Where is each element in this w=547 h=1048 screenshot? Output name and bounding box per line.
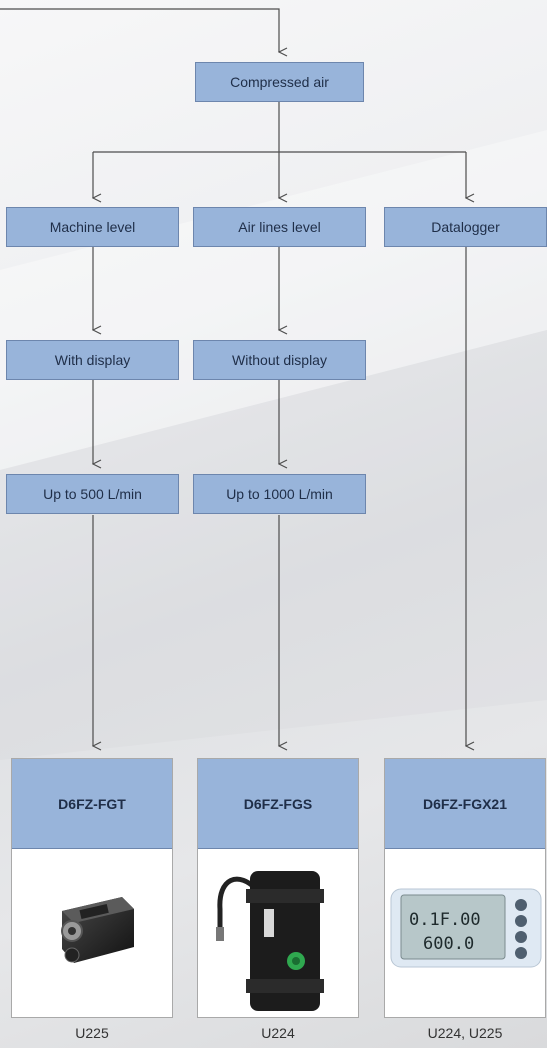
node-label: Machine level (50, 219, 136, 235)
product-name: D6FZ-FGT (12, 759, 172, 849)
product-card-fgx21[interactable]: D6FZ-FGX21 0.1F.00 600.0 (384, 758, 546, 1018)
datalogger-node: Datalogger (384, 207, 547, 247)
without-display-node: Without display (193, 340, 366, 380)
node-label: Without display (232, 352, 327, 368)
product-name: D6FZ-FGS (198, 759, 358, 849)
fgx21-datalogger-image: 0.1F.00 600.0 (385, 849, 545, 1017)
display-reading-2: 600.0 (423, 934, 474, 954)
product-card-fgt[interactable]: D6FZ-FGT (11, 758, 173, 1018)
with-display-node: With display (6, 340, 179, 380)
flow-500-node: Up to 500 L/min (6, 474, 179, 514)
product-ref: U224, U225 (384, 1025, 546, 1041)
product-name: D6FZ-FGX21 (385, 759, 545, 849)
node-label: With display (55, 352, 130, 368)
air-lines-level-node: Air lines level (193, 207, 366, 247)
product-ref: U225 (11, 1025, 173, 1041)
product-ref: U224 (197, 1025, 359, 1041)
machine-level-node: Machine level (6, 207, 179, 247)
fgs-sensor-image (198, 849, 358, 1017)
display-reading-1: 0.1F.00 (409, 910, 481, 930)
node-label: Up to 1000 L/min (226, 486, 333, 502)
fgt-sensor-image (12, 849, 172, 1017)
flow-1000-node: Up to 1000 L/min (193, 474, 366, 514)
compressed-air-node: Compressed air (195, 62, 364, 102)
product-card-fgs[interactable]: D6FZ-FGS (197, 758, 359, 1018)
node-label: Datalogger (431, 219, 500, 235)
node-label: Compressed air (230, 74, 329, 90)
node-label: Up to 500 L/min (43, 486, 142, 502)
node-label: Air lines level (238, 219, 320, 235)
